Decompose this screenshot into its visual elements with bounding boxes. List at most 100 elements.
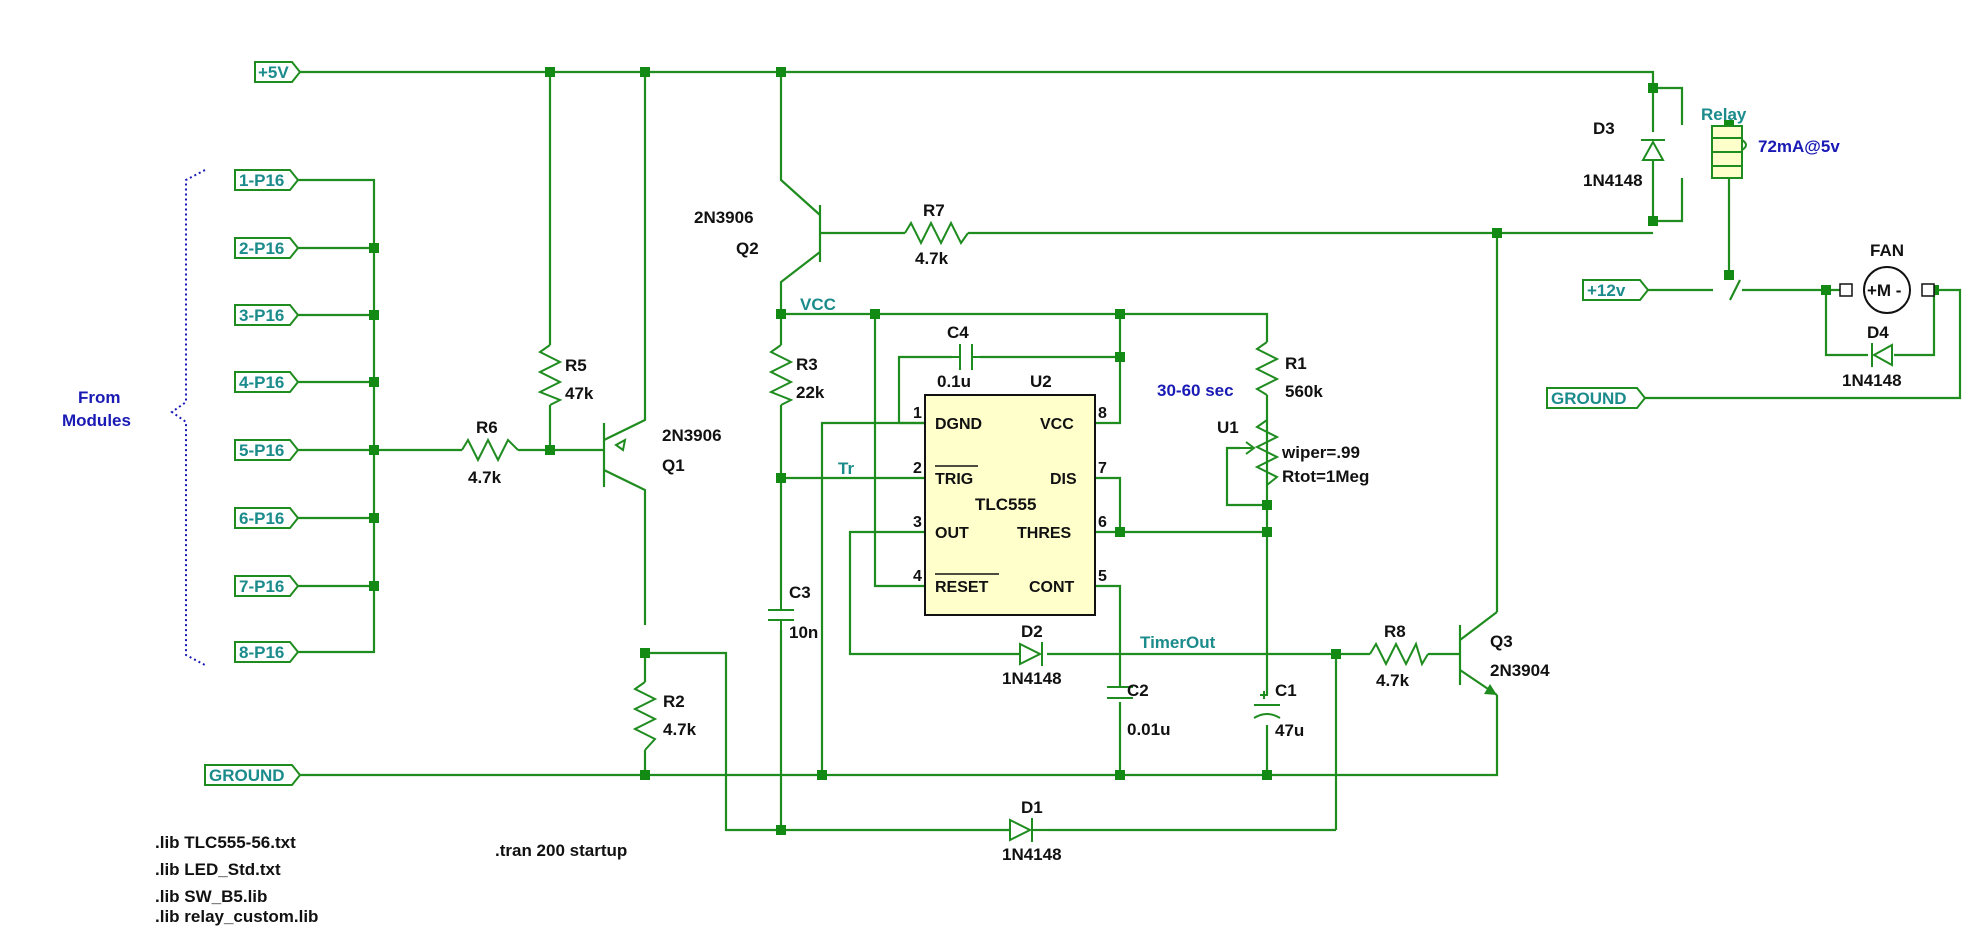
capacitor-c4: C4 0.1u bbox=[937, 323, 980, 391]
svg-text:2-P16: 2-P16 bbox=[239, 239, 284, 258]
svg-text:4.7k: 4.7k bbox=[915, 249, 949, 268]
svg-text:560k: 560k bbox=[1285, 382, 1323, 401]
transistor-q2: 2N3906 Q2 bbox=[694, 208, 759, 258]
svg-text:GROUND: GROUND bbox=[1551, 389, 1627, 408]
svg-text:1N4148: 1N4148 bbox=[1842, 371, 1902, 390]
relay-coil: Relay 72mA@5v bbox=[1701, 105, 1840, 179]
svg-text:R3: R3 bbox=[796, 355, 818, 374]
svg-text:U1: U1 bbox=[1217, 418, 1239, 437]
svg-text:D4: D4 bbox=[1867, 323, 1889, 342]
net-labels: VCC Tr TimerOut bbox=[800, 295, 1216, 652]
svg-text:.lib SW_B5.lib: .lib SW_B5.lib bbox=[155, 887, 267, 906]
svg-text:Relay: Relay bbox=[1701, 105, 1747, 124]
resistor-r6: R6 4.7k bbox=[461, 418, 519, 487]
svg-text:C2: C2 bbox=[1127, 681, 1149, 700]
potentiometer-u1: U1 wiper=.99 Rtot=1Meg 30-60 sec bbox=[1157, 381, 1369, 486]
svg-text:VCC: VCC bbox=[1040, 416, 1074, 433]
svg-text:Tr: Tr bbox=[838, 459, 854, 478]
resistor-r2: R2 4.7k bbox=[632, 681, 697, 751]
from-modules-brace: From Modules bbox=[62, 169, 206, 666]
svg-text:R2: R2 bbox=[663, 692, 685, 711]
svg-text:CONT: CONT bbox=[1029, 579, 1075, 596]
svg-text:4.7k: 4.7k bbox=[468, 468, 502, 487]
svg-text:R8: R8 bbox=[1384, 622, 1406, 641]
svg-text:D1: D1 bbox=[1021, 798, 1043, 817]
svg-text:4: 4 bbox=[913, 568, 922, 585]
svg-text:RESET: RESET bbox=[935, 579, 989, 596]
transistor-q3: Q3 2N3904 bbox=[1484, 632, 1550, 695]
svg-text:C1: C1 bbox=[1275, 681, 1297, 700]
svg-text:22k: 22k bbox=[796, 383, 825, 402]
diode-d4: D4 1N4148 bbox=[1842, 323, 1902, 390]
svg-text:1N4148: 1N4148 bbox=[1583, 171, 1643, 190]
resistor-r1: R1 560k bbox=[1254, 341, 1323, 401]
svg-text:.lib LED_Std.txt: .lib LED_Std.txt bbox=[155, 860, 281, 879]
svg-text:D2: D2 bbox=[1021, 622, 1043, 641]
svg-text:72mA@5v: 72mA@5v bbox=[1758, 137, 1840, 156]
svg-text:THRES: THRES bbox=[1017, 525, 1072, 542]
port-ground-left: GROUND bbox=[204, 764, 302, 786]
svg-text:.lib TLC555-56.txt: .lib TLC555-56.txt bbox=[155, 833, 296, 852]
svg-text:VCC: VCC bbox=[800, 295, 836, 314]
svg-text:2N3904: 2N3904 bbox=[1490, 661, 1550, 680]
svg-text:6: 6 bbox=[1098, 514, 1107, 531]
svg-text:GROUND: GROUND bbox=[209, 766, 285, 785]
svg-text:6-P16: 6-P16 bbox=[239, 509, 284, 528]
svg-text:3: 3 bbox=[913, 514, 922, 531]
svg-text:2N3906: 2N3906 bbox=[694, 208, 754, 227]
svg-text:U2: U2 bbox=[1030, 372, 1052, 391]
svg-text:TRIG: TRIG bbox=[935, 471, 973, 488]
svg-text:OUT: OUT bbox=[935, 525, 969, 542]
svg-text:+5V: +5V bbox=[258, 63, 289, 82]
svg-text:4.7k: 4.7k bbox=[663, 720, 697, 739]
svg-text:TLC555: TLC555 bbox=[975, 495, 1036, 514]
transistor-q1: 2N3906 Q1 bbox=[614, 426, 722, 475]
svg-text:TimerOut: TimerOut bbox=[1140, 633, 1216, 652]
svg-text:1-P16: 1-P16 bbox=[239, 171, 284, 190]
resistor-r3: R3 22k bbox=[768, 344, 825, 406]
svg-text:+12v: +12v bbox=[1587, 281, 1626, 300]
svg-text:Q1: Q1 bbox=[662, 456, 685, 475]
port-plus-12v: +12v bbox=[1582, 279, 1650, 301]
svg-text:1: 1 bbox=[913, 405, 922, 422]
module-ports: 1-P16 2-P16 3-P16 4-P16 5-P16 6-P16 7-P1… bbox=[234, 169, 300, 663]
resistor-r8: R8 4.7k bbox=[1369, 622, 1429, 690]
svg-text:+M -: +M - bbox=[1867, 281, 1901, 300]
svg-text:C3: C3 bbox=[789, 583, 811, 602]
spice-directives: .lib TLC555-56.txt .lib LED_Std.txt .lib… bbox=[155, 833, 627, 926]
ic-u2-tlc555: U2 TLC555 1 2 3 4 5 6 7 8 DGND TRIG OUT … bbox=[913, 372, 1107, 616]
svg-text:From: From bbox=[78, 388, 121, 407]
svg-text:Q2: Q2 bbox=[736, 239, 759, 258]
svg-text:0.01u: 0.01u bbox=[1127, 720, 1170, 739]
svg-text:4.7k: 4.7k bbox=[1376, 671, 1410, 690]
capacitor-c3: C3 10n bbox=[768, 583, 818, 642]
svg-text:DGND: DGND bbox=[935, 416, 982, 433]
diode-d3: D3 1N4148 bbox=[1583, 119, 1665, 190]
svg-text:R6: R6 bbox=[476, 418, 498, 437]
svg-text:0.1u: 0.1u bbox=[937, 372, 971, 391]
svg-text:7-P16: 7-P16 bbox=[239, 577, 284, 596]
wires bbox=[298, 70, 1962, 832]
svg-text:R1: R1 bbox=[1285, 354, 1307, 373]
svg-text:8: 8 bbox=[1098, 405, 1107, 422]
svg-text:7: 7 bbox=[1098, 460, 1107, 477]
svg-text:1N4148: 1N4148 bbox=[1002, 669, 1062, 688]
svg-text:Rtot=1Meg: Rtot=1Meg bbox=[1282, 467, 1369, 486]
svg-text:30-60 sec: 30-60 sec bbox=[1157, 381, 1234, 400]
port-plus-5v: +5V bbox=[254, 61, 302, 83]
svg-text:R7: R7 bbox=[923, 201, 945, 220]
svg-text:2N3906: 2N3906 bbox=[662, 426, 722, 445]
svg-text:5: 5 bbox=[1098, 568, 1107, 585]
diode-d2: D2 1N4148 bbox=[1002, 622, 1062, 688]
svg-text:1N4148: 1N4148 bbox=[1002, 845, 1062, 864]
svg-text:.lib relay_custom.lib: .lib relay_custom.lib bbox=[155, 907, 318, 926]
svg-text:R5: R5 bbox=[565, 356, 587, 375]
svg-text:47k: 47k bbox=[565, 384, 594, 403]
svg-text:wiper=.99: wiper=.99 bbox=[1281, 443, 1360, 462]
capacitor-c1: C1 47u bbox=[1253, 681, 1304, 740]
svg-text:3-P16: 3-P16 bbox=[239, 306, 284, 325]
svg-text:4-P16: 4-P16 bbox=[239, 373, 284, 392]
resistor-r7: R7 4.7k bbox=[904, 201, 969, 268]
svg-text:8-P16: 8-P16 bbox=[239, 643, 284, 662]
